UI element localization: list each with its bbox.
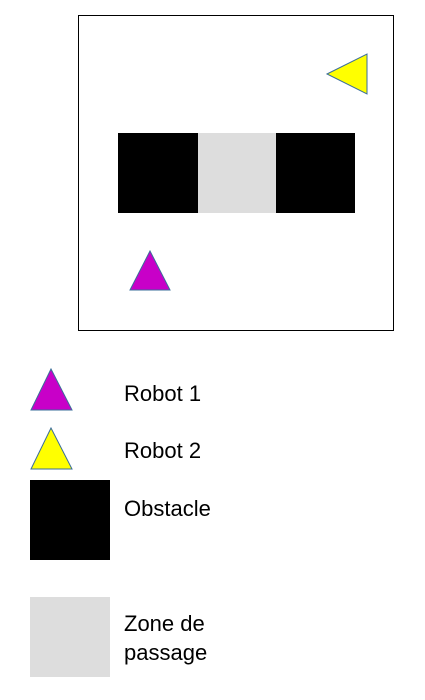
obstacle-left — [118, 133, 198, 213]
legend-passage-zone-symbol — [30, 597, 110, 677]
robot-2-marker — [325, 53, 368, 95]
passage-zone — [198, 133, 276, 213]
legend-robot-2-symbol — [30, 426, 73, 470]
robot-1-marker — [129, 249, 171, 291]
obstacle-right — [276, 133, 355, 213]
legend-label-passage-zone: Zone de passage — [124, 609, 207, 667]
legend-label-obstacle: Obstacle — [124, 496, 211, 521]
legend-label-passage-zone-line-1: Zone de — [124, 611, 205, 636]
legend-robot-1-symbol — [30, 367, 73, 411]
legend-obstacle-symbol — [30, 480, 110, 560]
legend-label-passage-zone-line-2: passage — [124, 640, 208, 665]
legend-label-robot-2: Robot 2 — [124, 438, 202, 463]
legend-label-robot-1: Robot 1 — [124, 381, 202, 406]
